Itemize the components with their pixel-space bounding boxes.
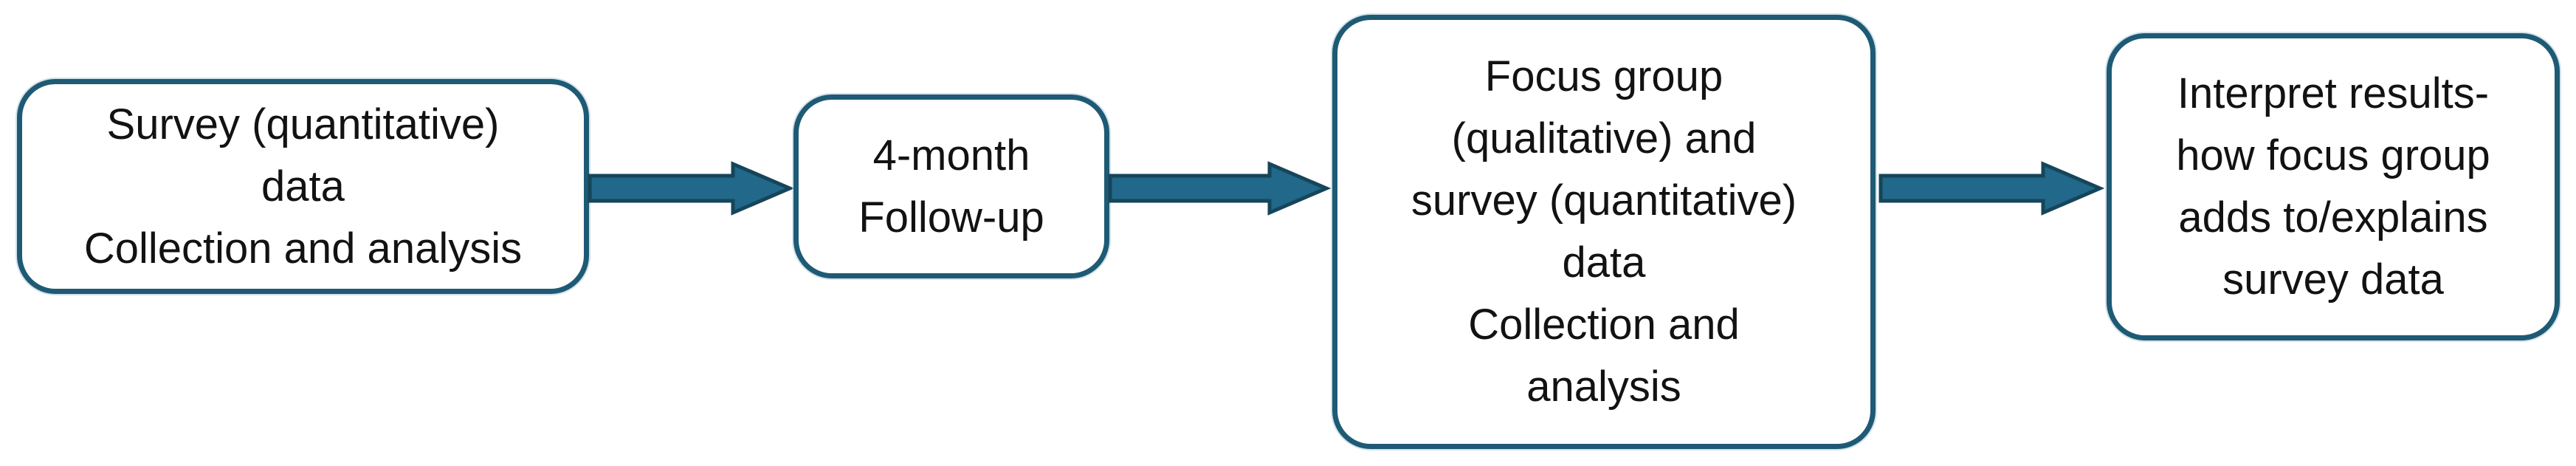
flow-step-line: Survey (quantitative) (106, 100, 500, 148)
flow-step-survey-data-collection: Survey (quantitative) data Collection an… (17, 79, 589, 294)
flow-step-line: Focus group (1484, 52, 1723, 100)
flow-step-line: (qualitative) and (1451, 114, 1757, 162)
flow-step-line: data (1562, 239, 1646, 287)
flow-step-line: Collection and analysis (83, 224, 523, 273)
flow-step-line: how focus group (2176, 131, 2490, 179)
flow-step-line: adds to/explains (2178, 193, 2488, 241)
block-arrow-right-icon (1108, 161, 1332, 216)
flow-step-interpret-results: Interpret results- how focus group adds … (2107, 33, 2560, 340)
flow-arrow-2 (1108, 161, 1332, 216)
flow-step-line: data (261, 162, 345, 210)
flow-step-focus-group-survey-collection: Focus group (qualitative) and survey (qu… (1332, 15, 1876, 449)
flow-step-four-month-follow-up: 4-month Follow-up (793, 95, 1109, 278)
flow-arrow-3 (1878, 161, 2105, 216)
block-arrow-right-icon (1878, 161, 2105, 216)
flow-step-line: Interpret results- (2177, 69, 2490, 117)
block-arrow-right-icon (588, 161, 795, 216)
flow-step-line: survey data (2222, 256, 2444, 304)
flow-step-line: Follow-up (858, 193, 1044, 241)
flow-step-line: Collection and (1468, 301, 1740, 349)
flow-step-line: analysis (1526, 363, 1681, 411)
flow-step-line: survey (quantitative) (1411, 177, 1797, 225)
flow-arrow-1 (588, 161, 795, 216)
flow-step-line: 4-month (872, 131, 1030, 179)
